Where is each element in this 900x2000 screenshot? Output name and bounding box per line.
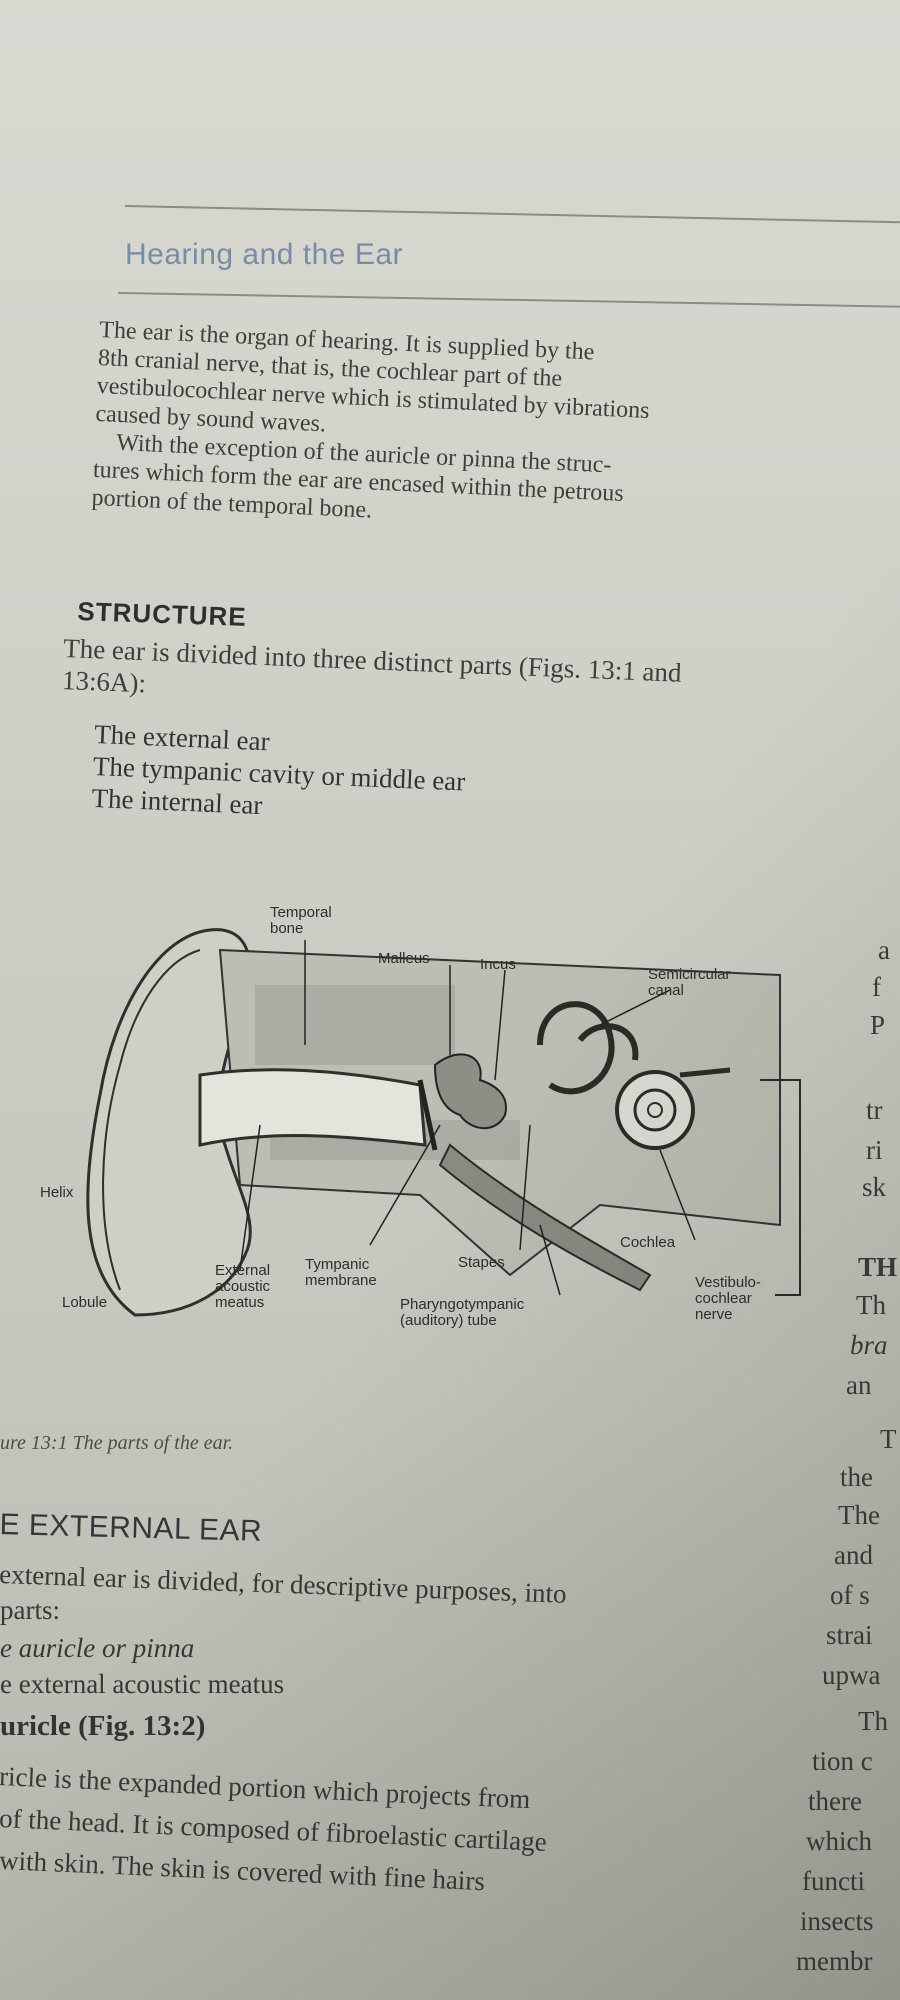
auditory-tube-shape (438, 1143, 652, 1292)
right-column-fragment: upwa (822, 1660, 881, 1690)
label-lobule: Lobule (62, 1294, 108, 1311)
right-column-fragment: of s (830, 1580, 870, 1610)
cochlea-spiral-outer (615, 1070, 695, 1150)
right-column-fragment: strai (826, 1620, 873, 1650)
label-external-acoustic-meatus: External acoustic meatus (215, 1262, 271, 1311)
right-column-fragment: which (806, 1826, 872, 1856)
cochlea-spiral-core (647, 1102, 663, 1118)
figure-caption: ure 13:1 The parts of the ear. (0, 1432, 234, 1454)
intro-paragraph: The ear is the organ of hearing. It is s… (91, 316, 653, 537)
ossicles (433, 1053, 507, 1130)
leader-line (369, 1124, 441, 1246)
right-column-fragment: tion c (812, 1746, 873, 1776)
meatus-canal (198, 1068, 427, 1147)
right-column-fragment: an (846, 1370, 872, 1400)
right-column-fragment: sk (862, 1172, 887, 1202)
label-tympanic-membrane: Tympanic membrane (305, 1256, 377, 1289)
leader-line (539, 1224, 561, 1296)
label-pharyngotympanic-tube: Pharyngotympanic (auditory) tube (400, 1296, 525, 1329)
right-column-fragment: Th (856, 1290, 886, 1320)
ear-illustration (86, 928, 801, 1317)
label-stapes: Stapes (458, 1254, 505, 1271)
label-incus: Incus (480, 956, 516, 973)
right-column-fragment: ri (866, 1135, 883, 1165)
leader-line (659, 1149, 696, 1241)
right-column-fragment: Th (858, 1706, 888, 1736)
helix-rim (102, 949, 201, 1291)
header-rule-bottom (117, 292, 900, 308)
right-column-fragment: The (838, 1500, 880, 1530)
leader-line (239, 1124, 261, 1271)
leader-line (599, 989, 671, 1026)
right-column-fragment: a (878, 935, 890, 965)
label-helix: Helix (40, 1184, 74, 1201)
right-column-fragment: there (808, 1786, 862, 1816)
chapter-header: Hearing and the Ear (125, 238, 404, 271)
right-column-fragment: insects (800, 1906, 874, 1936)
external-ear-line: parts: (0, 1595, 60, 1625)
nerve-bracket (760, 1079, 801, 1296)
right-column-fragment: P (870, 1010, 886, 1040)
external-ear-line: external ear is divided, for descriptive… (0, 1558, 568, 1609)
right-column-fragment: f (872, 972, 881, 1002)
bone-texture (255, 985, 455, 1065)
vestibulocochlear-nerve-shape (679, 1067, 731, 1078)
right-column-fragment: TH (858, 1252, 898, 1282)
external-ear-heading: E EXTERNAL EAR (0, 1508, 263, 1548)
leader-lines (239, 940, 696, 1296)
right-column-fragment: the (840, 1462, 873, 1492)
right-column-fragment: functi (802, 1866, 865, 1896)
structure-heading: STRUCTURE (76, 596, 248, 632)
label-temporal-bone: Temporal bone (270, 904, 332, 937)
cochlea-spiral-inner (633, 1088, 677, 1132)
label-semicircular-canal: Semicircular canal (648, 966, 731, 999)
label-vestibulocochlear-nerve: Vestibulo- cochlear nerve (695, 1274, 761, 1323)
structure-intro: The ear is divided into three distinct p… (61, 632, 682, 721)
leader-line (519, 1124, 531, 1251)
right-column-fragment: tr (866, 1095, 883, 1125)
semicircular-canals (537, 1001, 639, 1095)
label-malleus: Malleus (378, 950, 430, 967)
leader-line (494, 969, 506, 1081)
auricle-subheading: uricle (Fig. 13:2) (0, 1710, 206, 1742)
ear-diagram: Temporal bone Malleus Incus Semicircular… (40, 895, 810, 1335)
right-column-fragment: bra (850, 1330, 888, 1360)
right-column-fragment: membr (796, 1946, 873, 1976)
label-cochlea: Cochlea (620, 1234, 676, 1251)
ear-parts-list: The external ear The tympanic cavity or … (91, 718, 467, 830)
external-ear-line: e auricle or pinna (0, 1633, 195, 1663)
header-rule-top (124, 205, 900, 224)
right-column-fragment: T (880, 1424, 897, 1454)
right-column-fragment: and (834, 1540, 873, 1570)
external-ear-line: e external acoustic meatus (0, 1669, 285, 1699)
